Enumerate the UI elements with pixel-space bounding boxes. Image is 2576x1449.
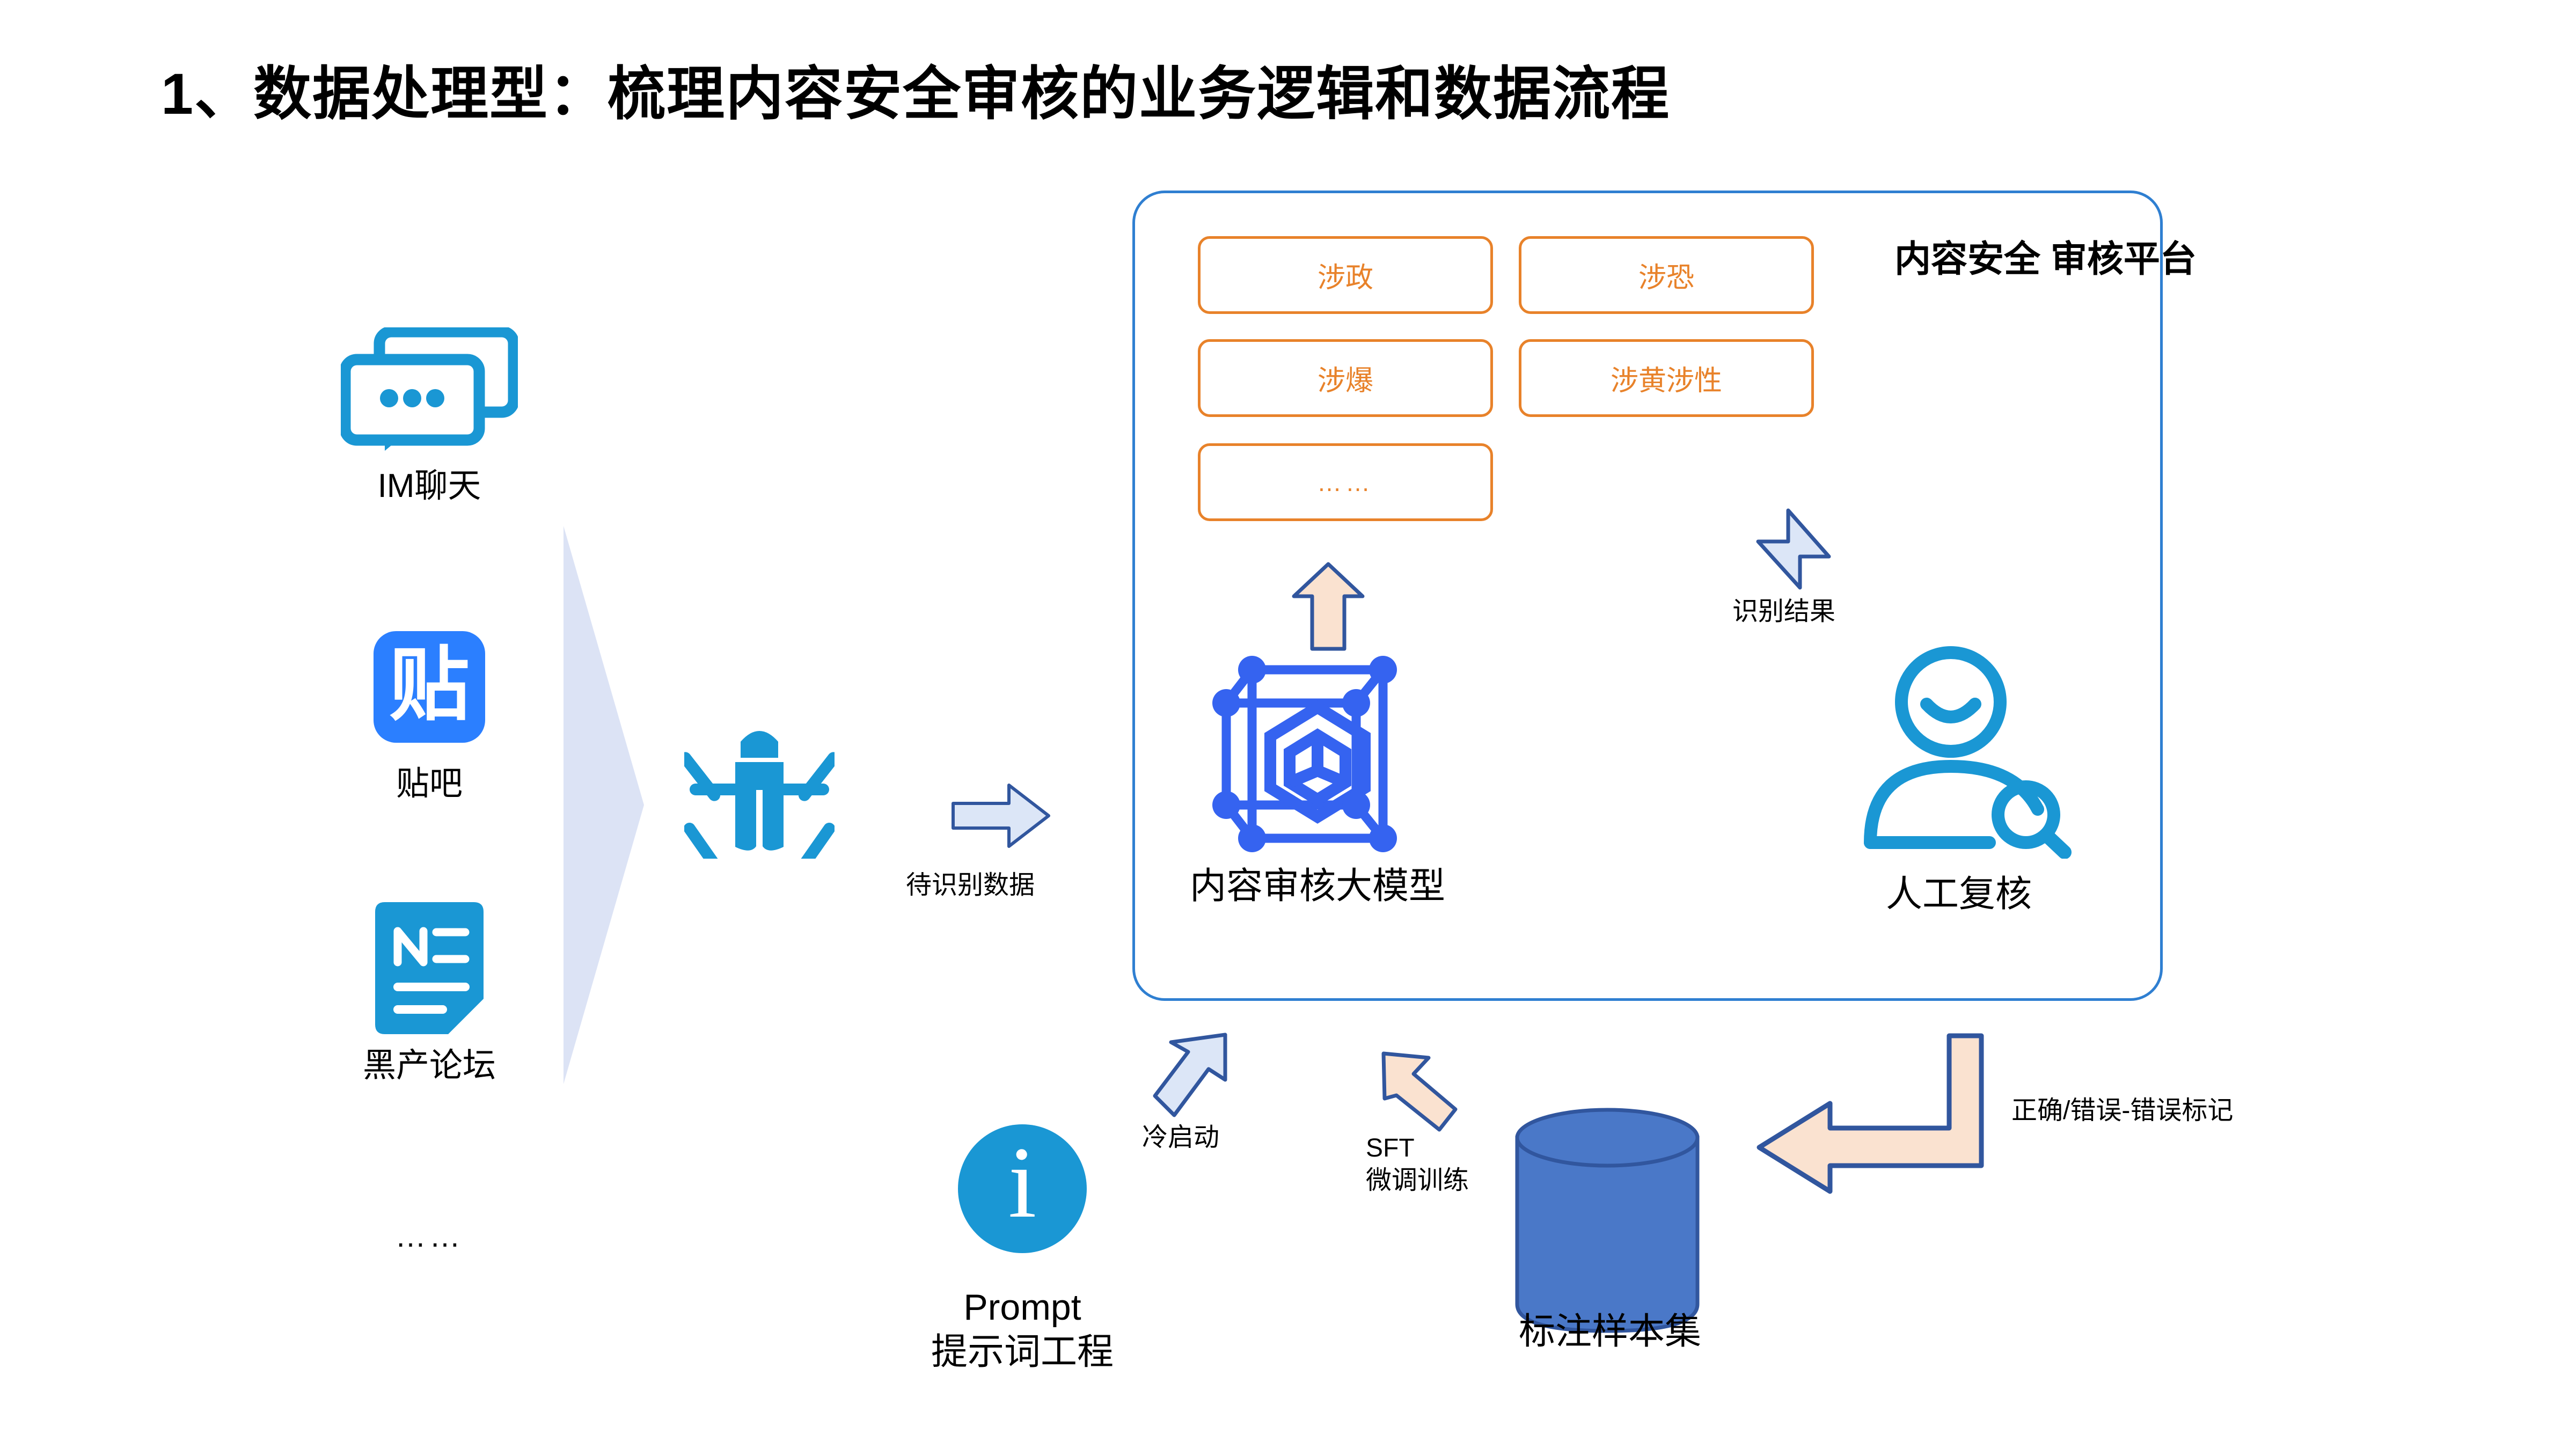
arrow-label-cold-start: 冷启动 — [1142, 1123, 1220, 1152]
category-label: 涉恐 — [1638, 262, 1694, 294]
category-chip-explosive[interactable]: 涉爆 — [1198, 339, 1493, 417]
category-label: 涉政 — [1317, 262, 1373, 294]
source-list-ellipsis: …… — [395, 1219, 464, 1254]
source-item-im-chat: IM聊天 — [290, 327, 569, 507]
chat-bubbles-icon — [290, 327, 569, 451]
category-label: 涉黄涉性 — [1610, 365, 1722, 397]
platform-title: 内容安全 审核平台 — [1894, 239, 2197, 280]
tieba-logo-glyph: 贴 — [389, 640, 470, 730]
category-chip-porn[interactable]: 涉黄涉性 — [1519, 339, 1814, 417]
arrow-label-feedback: 正确/错误-错误标记 — [2011, 1096, 2234, 1125]
category-chip-terror[interactable]: 涉恐 — [1519, 236, 1814, 314]
model-label: 内容审核大模型 — [1189, 866, 1445, 906]
arrow-cold-start-icon — [1148, 1030, 1229, 1122]
source-label: IM聊天 — [377, 467, 481, 504]
source-item-black-forum: 黑产论坛 — [290, 902, 569, 1086]
arrow-label-pending-data: 待识别数据 — [906, 871, 1035, 899]
model-network-cube-icon — [1210, 644, 1425, 867]
dataset-label: 标注样本集 — [1518, 1311, 1701, 1352]
crawler-bug-icon — [679, 708, 840, 874]
category-label: 涉爆 — [1317, 365, 1373, 397]
source-label: 贴吧 — [396, 765, 463, 802]
category-label: …… — [1317, 468, 1374, 496]
page-title: 1、数据处理型：梳理内容安全审核的业务逻辑和数据流程 — [161, 61, 1671, 126]
flow-direction-triangle — [564, 526, 644, 1084]
arrow-sft-icon — [1379, 1049, 1460, 1138]
category-chip-more[interactable]: …… — [1198, 443, 1493, 521]
source-label: 黑产论坛 — [362, 1047, 496, 1084]
arrow-pending-data-icon — [950, 781, 1052, 853]
content-safety-platform-panel — [1132, 191, 2163, 1001]
arrow-recognition-result-icon — [1755, 507, 1835, 596]
arrow-model-to-categories-icon — [1291, 561, 1366, 655]
prompt-label: Prompt 提示词工程 — [931, 1287, 1114, 1372]
source-item-tieba: 贴 贴吧 — [290, 625, 569, 804]
news-document-icon — [290, 902, 569, 1034]
review-label: 人工复核 — [1885, 874, 2032, 914]
database-cylinder-icon — [1511, 1106, 1704, 1339]
info-circle-icon: i — [958, 1124, 1087, 1253]
category-chip-politics[interactable]: 涉政 — [1198, 236, 1493, 314]
arrow-label-sft: SFT 微调训练 — [1366, 1134, 1469, 1195]
person-search-icon — [1843, 644, 2074, 861]
arrow-feedback-elbow-icon — [1750, 1030, 1991, 1210]
arrow-label-recognition-result: 识别结果 — [1732, 597, 1836, 626]
tieba-logo-icon: 贴 — [290, 625, 569, 749]
